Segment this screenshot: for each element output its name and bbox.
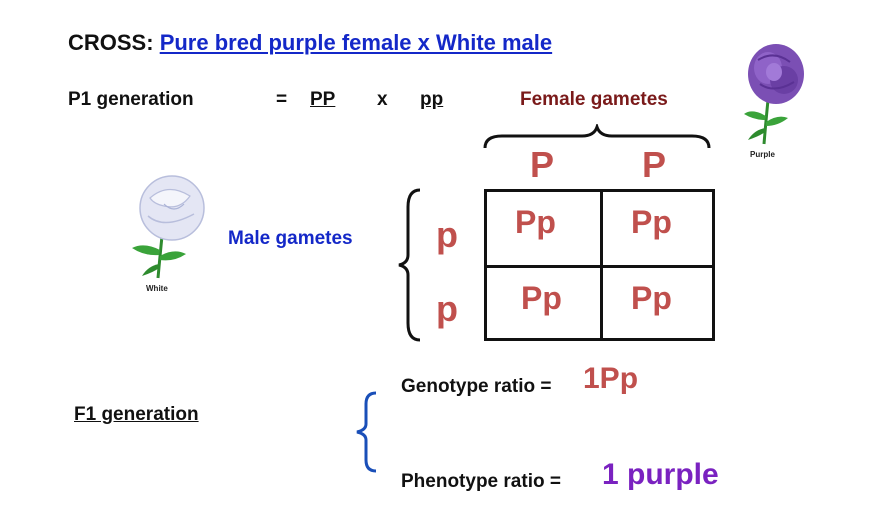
genotype-ratio-value: 1Pp [583,362,639,395]
cross-title: CROSS: Pure bred purple female x White m… [68,30,552,56]
punnett-square: Pp Pp Pp Pp [484,189,715,341]
white-flower-caption: White [146,284,168,293]
female-gametes-label: Female gametes [520,89,668,110]
f1-generation-label: F1 generation [74,404,199,425]
white-flower-icon [132,175,205,279]
punnett-cell-1-2: Pp [631,204,672,240]
punnett-divider-horizontal [487,265,712,268]
punnett-cell-2-1: Pp [521,280,562,316]
cross-description: Pure bred purple female x White male [159,30,553,55]
white-flower-image: White [124,170,214,300]
cross-label: CROSS: [68,30,154,55]
purple-flower-icon [744,44,804,145]
punnett-cell-2-2: Pp [631,280,672,316]
female-allele-2: P [642,144,667,185]
p1-male-genotype: pp [420,89,444,110]
phenotype-ratio-label: Phenotype ratio = [401,471,561,492]
purple-flower-image: Purple [738,40,810,168]
p1-times: x [377,89,388,110]
p1-equals: = [276,89,288,110]
p1-generation-label: P1 generation [68,89,194,110]
male-gametes-brace [398,188,421,342]
male-allele-1: p [436,214,458,255]
f1-brace [356,391,377,473]
male-gametes-label: Male gametes [228,228,353,249]
female-allele-1: P [530,144,555,185]
female-gametes-brace [483,124,711,149]
p1-female-genotype: PP [310,89,336,110]
genotype-ratio-label: Genotype ratio = [401,376,552,397]
male-allele-2: p [436,288,458,329]
punnett-cell-1-1: Pp [515,204,556,240]
phenotype-ratio-value: 1 purple [602,458,719,491]
purple-flower-caption: Purple [750,150,775,159]
